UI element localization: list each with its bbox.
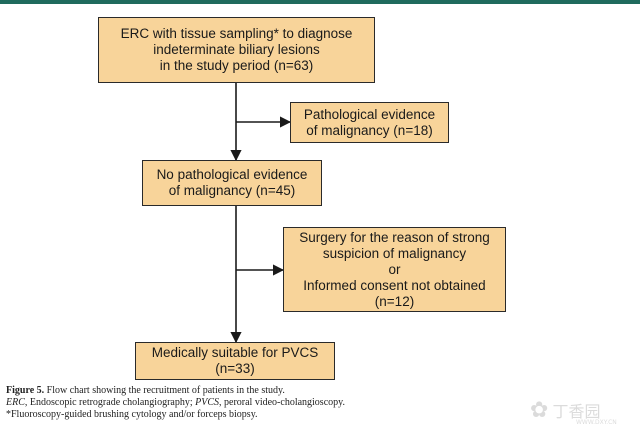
caption-footnote: *Fluoroscopy-guided brushing cytology an…: [6, 409, 258, 420]
abbr-pvcs-text: , peroral video-cholangioscopy.: [219, 397, 345, 408]
box-excluded-line: suspicion of malignancy: [322, 245, 467, 261]
watermark-text: 丁香园: [552, 402, 601, 421]
box-initial-cohort-line: indeterminate biliary lesions: [153, 42, 320, 57]
box-no-pathological-evidence-line: of malignancy (n=45): [168, 183, 296, 198]
box-no-pathological-evidence-line: No pathological evidence: [156, 167, 308, 182]
caption-line-1: Figure 5. Flow chart showing the recruit…: [6, 385, 526, 397]
caption-line-2: ERC, Endoscopic retrograde cholangiograp…: [6, 397, 526, 409]
box-initial-cohort: ERC with tissue sampling* to diagnose in…: [98, 17, 375, 83]
box-initial-cohort-line: in the study period (n=63): [159, 58, 314, 73]
figure-label: Figure 5.: [6, 385, 45, 396]
watermark: ✿ 丁香园 WWW.DXY.CN: [530, 395, 630, 427]
box-suitable-pvcs: Medically suitable for PVCS (n=33): [135, 342, 335, 380]
box-suitable-pvcs-line: (n=33): [215, 361, 255, 376]
dxy-logo-icon: ✿: [530, 397, 549, 423]
figure-caption: Figure 5. Flow chart showing the recruit…: [6, 385, 526, 421]
box-excluded: Surgery for the reason of strong suspici…: [283, 227, 506, 312]
box-no-pathological-evidence: No pathological evidence of malignancy (…: [142, 160, 322, 206]
figure-text: Flow chart showing the recruitment of pa…: [44, 385, 285, 396]
box-suitable-pvcs-line: Medically suitable for PVCS: [151, 345, 319, 360]
box-pathological-evidence: Pathological evidence of malignancy (n=1…: [290, 102, 449, 143]
box-initial-cohort-line: ERC with tissue sampling* to diagnose: [120, 26, 353, 41]
watermark-url: WWW.DXY.CN: [576, 419, 617, 426]
box-excluded-line: Surgery for the reason of strong: [299, 229, 490, 245]
box-pathological-evidence-line: of malignancy (n=18): [306, 122, 433, 138]
box-excluded-line: (n=12): [374, 293, 415, 309]
box-excluded-line: or: [388, 261, 401, 277]
abbr-pvcs: PVCS: [195, 397, 220, 408]
box-excluded-line: Informed consent not obtained: [303, 277, 486, 293]
abbr-erc-text: , Endoscopic retrograde cholangiography;: [24, 397, 196, 408]
top-rule: [0, 0, 640, 4]
abbr-erc: ERC: [6, 397, 25, 408]
box-pathological-evidence-line: Pathological evidence: [303, 106, 436, 122]
